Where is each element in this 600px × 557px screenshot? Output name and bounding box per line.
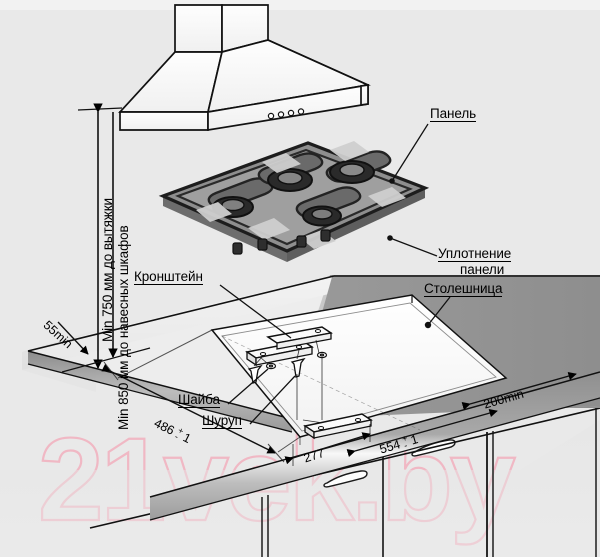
leader-bracket: [219, 284, 292, 339]
vertical-dimensions: [61, 103, 151, 373]
bg-top-strip: [0, 0, 600, 10]
hob-left-edge: [163, 196, 287, 262]
hood-rim-left: [119, 111, 209, 131]
callout-washer: Шайба: [178, 392, 220, 409]
dim-label-hood-clearance: Min 750 мм до вытяжки: [100, 198, 115, 342]
hood-control-buttons[interactable]: [267, 108, 305, 120]
callout-countertop: Столешница: [424, 281, 503, 298]
hood-rim-cap: [360, 84, 369, 106]
ext-line-worktop: [61, 347, 151, 373]
hob-surface-pads: [196, 141, 406, 249]
extractor-hood: [118, 4, 371, 131]
callout-panel: Панель: [430, 106, 477, 123]
leader-dot-countertop: [424, 321, 432, 329]
leader-dot-panel-seal: [387, 235, 393, 241]
callout-bracket: Кронштейн: [134, 269, 203, 286]
leader-countertop: [427, 296, 451, 326]
hood-chimney-left: [174, 4, 223, 53]
callout-panel-seal-line2: панели: [460, 262, 505, 277]
ext-line-hood: [77, 107, 123, 111]
dim-55min: [57, 321, 89, 355]
dim-label-cabinet-clearance: Min 850 мм до навесных шкафов: [116, 225, 131, 430]
cutout-face: [212, 295, 506, 437]
leader-panel: [391, 123, 429, 182]
countertop-back-edge: [27, 275, 335, 352]
leader-dot-panel: [389, 178, 395, 184]
hob-knobs: [232, 229, 331, 255]
leader-panel-seal: [389, 237, 438, 257]
dim-554: [346, 409, 498, 458]
callout-panel-seal: Уплотнение: [438, 246, 512, 263]
cabinet-handle: [323, 470, 368, 488]
dim-200min: [461, 372, 577, 411]
hob-burners: [212, 160, 375, 227]
hood-canopy-left: [118, 51, 224, 113]
callout-screw: Шуруп: [202, 413, 242, 430]
bracket-side: [255, 346, 313, 366]
gas-hob: [158, 141, 430, 262]
